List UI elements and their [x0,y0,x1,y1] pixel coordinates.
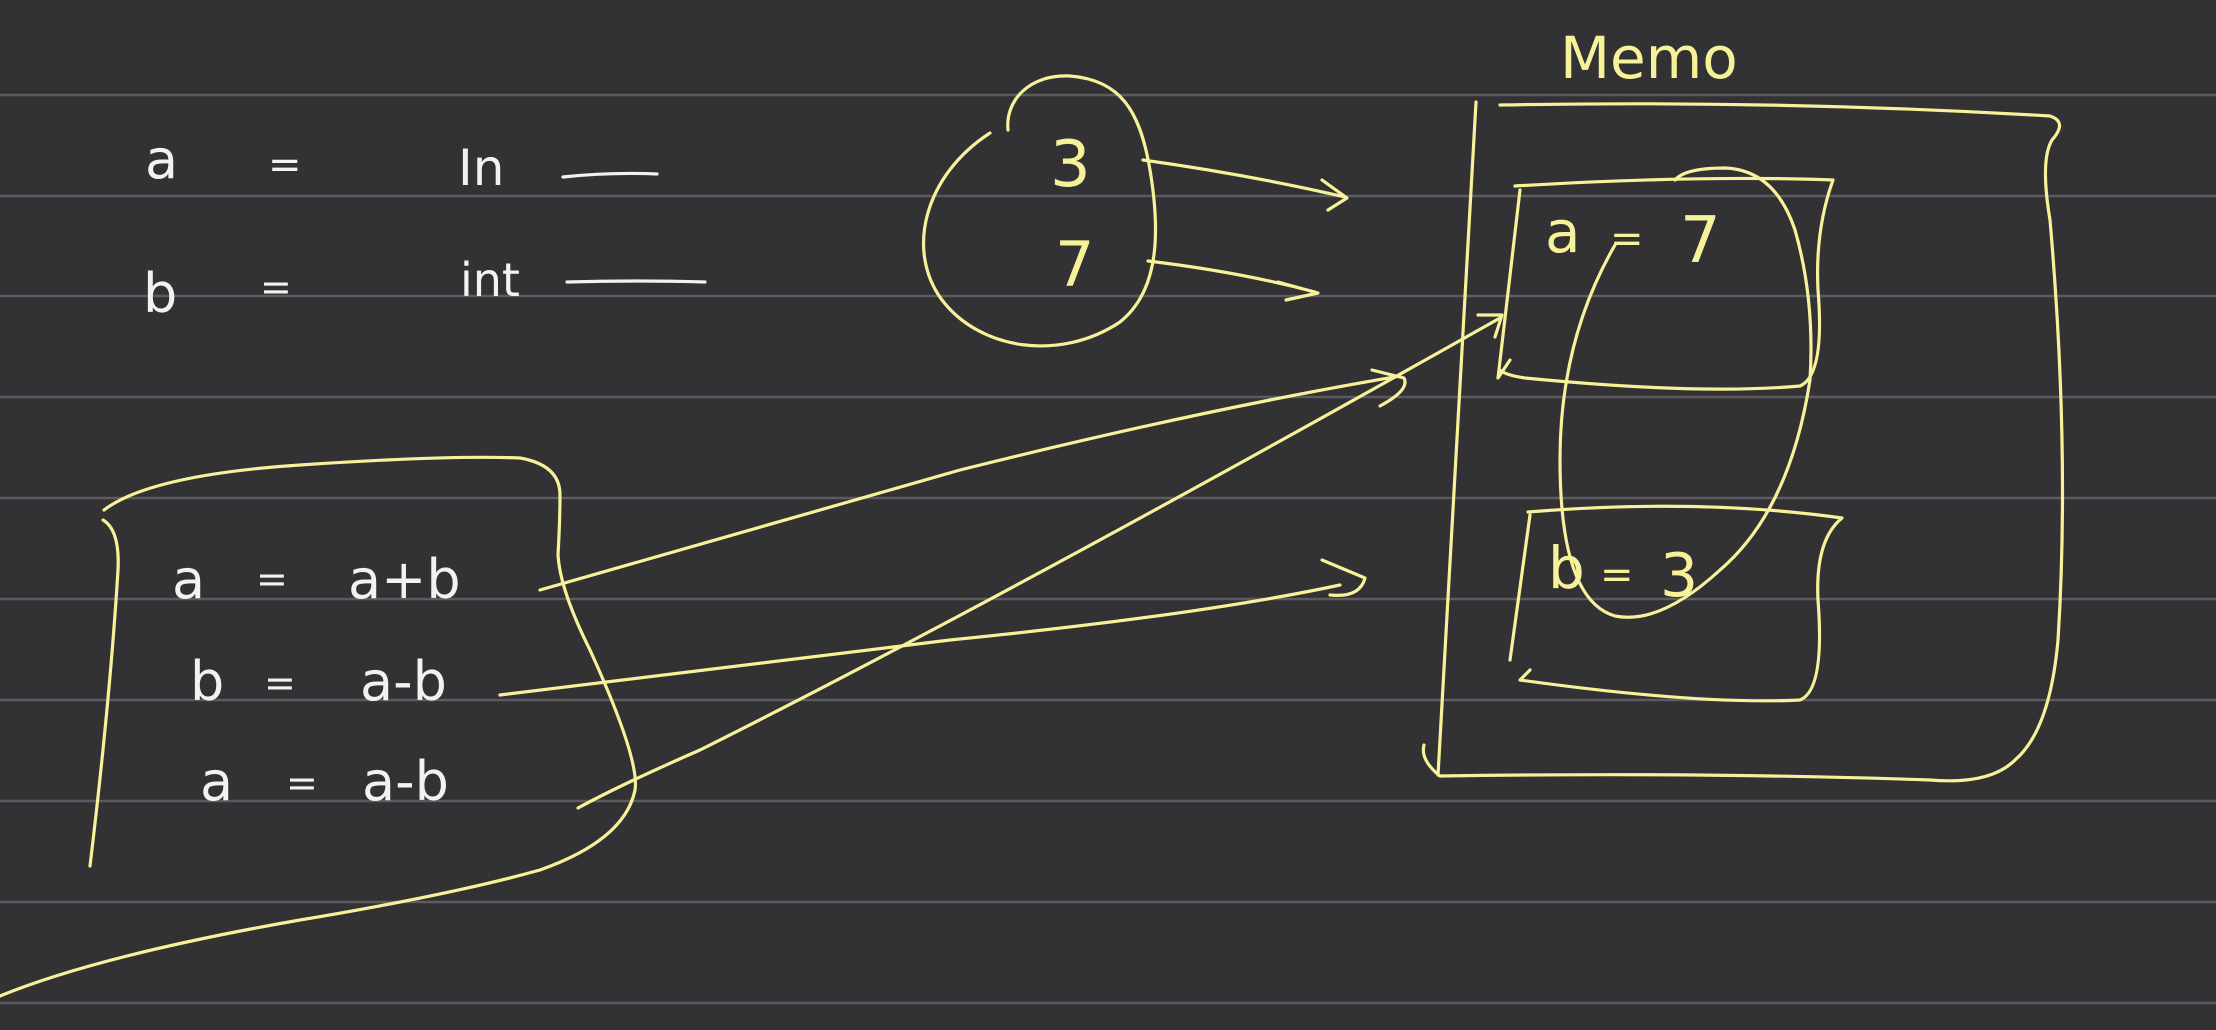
memory-slot-a-box [1496,176,1835,391]
code-line-3-lhs: a [200,750,233,813]
code-box-outline [0,455,638,998]
code-line-2-rhs: a-b [360,650,447,713]
code-line-2-eq: = [264,661,296,705]
memory-slot-b-box [1508,504,1844,703]
decl-a-var: a [145,128,178,191]
memory-area: Memo a = 7 b = 3 [1421,24,2065,783]
code-line-2-lhs: b [190,650,224,713]
code-line-1-rhs: a+b [348,548,461,611]
arrow-from-3 [1141,158,1349,212]
code-line-1-eq: = [256,557,288,601]
memory-slot-a-var: a [1545,198,1581,266]
memory-outer-box [1421,100,2065,783]
code-box-group: a = a+b b = a-b a = a-b [0,313,1504,998]
decl-b-type: int [460,253,520,307]
memory-slot-a-value: 7 [1680,204,1721,278]
declarations: a = In b = int [143,128,707,325]
memory-slot-a-eq: = [1610,216,1644,262]
values-circle [921,74,1158,348]
arrow-from-7 [1146,259,1320,302]
memory-title: Memo [1560,24,1738,92]
memory-slot-b-eq: = [1600,552,1634,598]
arrow-line-1-to-memory [538,368,1407,592]
code-line-3-eq: = [286,761,318,805]
circle-value-bottom: 7 [1055,228,1094,301]
swap-loop [1558,166,1813,619]
decl-b-var: b [143,262,177,325]
decl-b-blank-line [565,279,707,284]
ruled-lines [0,93,2216,1005]
decl-a-eq: = [268,142,302,188]
decl-a-blank-line [561,171,659,179]
code-line-1-lhs: a [172,548,205,611]
arrow-line-2-to-memory [498,558,1367,697]
decl-a-type: In [458,139,504,197]
values-circle-group: 3 7 [921,74,1349,348]
decl-b-eq: = [260,265,292,309]
arrow-line-3-to-memory [576,313,1504,810]
circle-value-top: 3 [1050,128,1091,202]
code-line-3-rhs: a-b [362,750,449,813]
